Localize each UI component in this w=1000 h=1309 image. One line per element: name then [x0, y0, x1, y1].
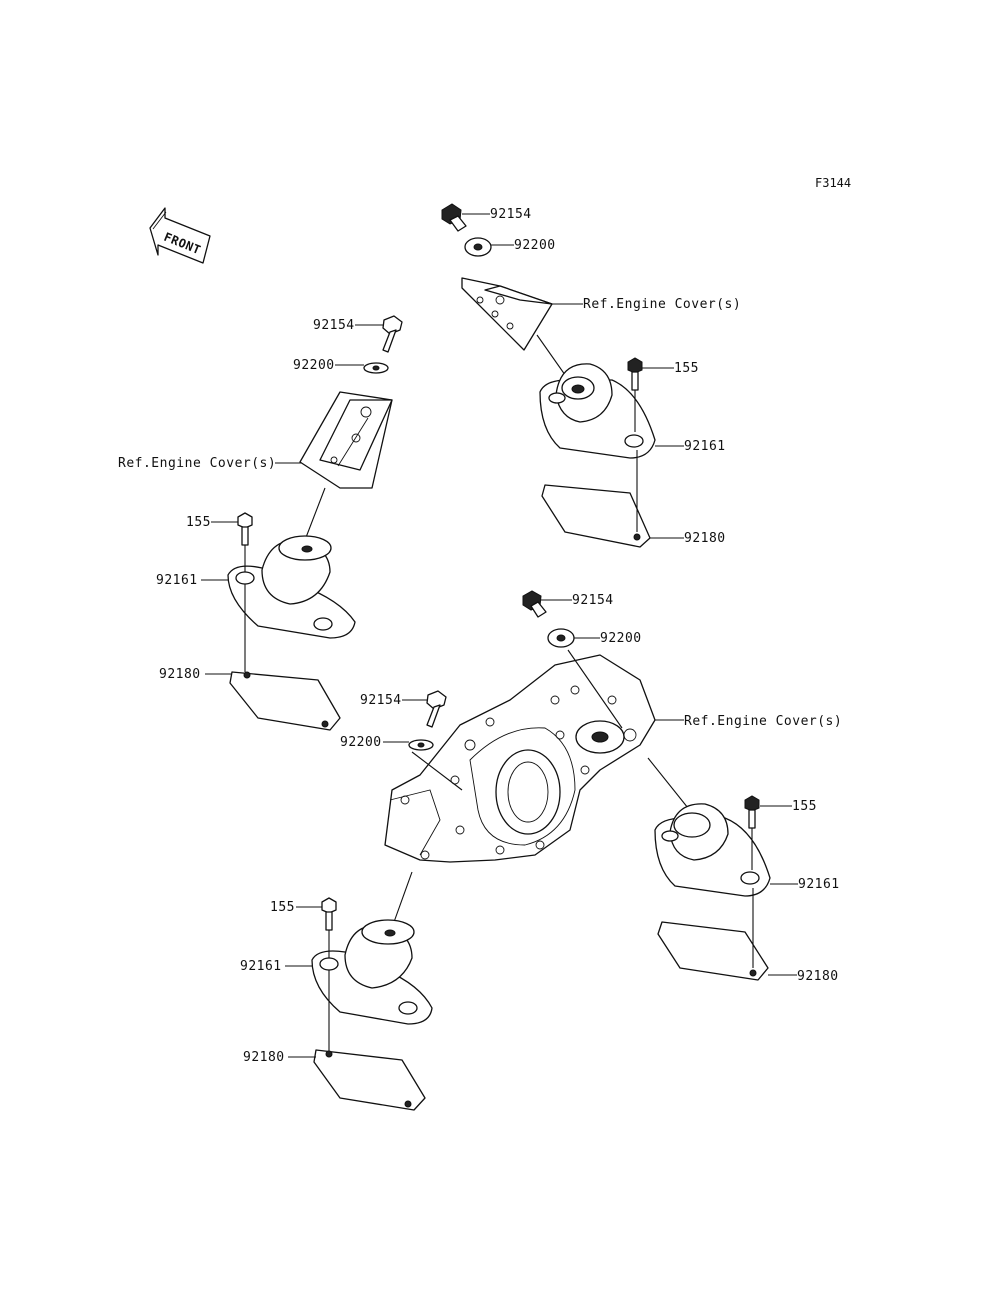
- callout-92180-b: 92180: [159, 667, 201, 682]
- callout-155-c: 155: [792, 799, 817, 814]
- callout-92180-d: 92180: [243, 1050, 285, 1065]
- callout-92180-c: 92180: [797, 969, 839, 984]
- bolt-92154-c: [522, 590, 547, 618]
- engine-mount-92161-a: [539, 363, 656, 459]
- plate-92180-a: [541, 484, 651, 548]
- callout-92200-b: 92200: [293, 358, 335, 373]
- callout-92180-a: 92180: [684, 531, 726, 546]
- bolt-155-d: [321, 897, 337, 931]
- bolt-92154-b: [382, 315, 403, 353]
- washer-92200-c: [547, 628, 575, 648]
- bolt-92154-d: [426, 690, 447, 728]
- bolt-155-c: [744, 795, 760, 829]
- bracket-engine-cover-a: [461, 277, 553, 351]
- mount-assembly-top-right: 92154 92200 Ref.Engine Cover(s): [441, 203, 741, 548]
- front-arrow-icon: FRONT: [149, 207, 211, 264]
- callout-92161-a: 92161: [684, 439, 726, 454]
- diagram-code: F3144: [815, 176, 851, 190]
- callout-92154-d: 92154: [360, 693, 402, 708]
- callout-ref-engine-cover-b: Ref.Engine Cover(s): [118, 456, 276, 471]
- plate-92180-d: [313, 1049, 426, 1111]
- washer-92200-d: [408, 739, 434, 751]
- mount-assembly-left: 92154 92200 Ref.Engine Cover(s) 155: [118, 315, 403, 731]
- callout-92200-a: 92200: [514, 238, 556, 253]
- callout-155-b: 155: [186, 515, 211, 530]
- callout-92154-a: 92154: [490, 207, 532, 222]
- bolt-155-b: [237, 512, 253, 546]
- bolt-155-a: [627, 357, 643, 391]
- washer-92200-b: [363, 362, 389, 374]
- callout-ref-engine-cover-c: Ref.Engine Cover(s): [684, 714, 842, 729]
- bracket-engine-cover-b: [299, 391, 393, 489]
- callout-92161-d: 92161: [240, 959, 282, 974]
- engine-cover-housing: [384, 654, 656, 863]
- engine-mount-92161-c: [654, 803, 771, 897]
- callout-92154-b: 92154: [313, 318, 355, 333]
- callout-155-a: 155: [674, 361, 699, 376]
- plate-92180-b: [229, 671, 341, 731]
- plate-92180-c: [657, 921, 769, 981]
- callout-ref-engine-cover-a: Ref.Engine Cover(s): [583, 297, 741, 312]
- washer-92200-a: [464, 237, 492, 257]
- engine-mount-92161-b: [227, 535, 356, 639]
- callout-92154-c: 92154: [572, 593, 614, 608]
- callout-92161-c: 92161: [798, 877, 840, 892]
- mount-assembly-right: 92154 92200 Ref.Engine Cover(s) 155 92: [522, 590, 842, 984]
- callout-92200-c: 92200: [600, 631, 642, 646]
- callout-92200-d: 92200: [340, 735, 382, 750]
- engine-mount-92161-d: [311, 919, 433, 1025]
- callout-92161-b: 92161: [156, 573, 198, 588]
- bolt-92154-a: [441, 203, 467, 232]
- callout-155-d: 155: [270, 900, 295, 915]
- mount-assembly-bottom: 92154 92200 155 92161: [240, 690, 463, 1111]
